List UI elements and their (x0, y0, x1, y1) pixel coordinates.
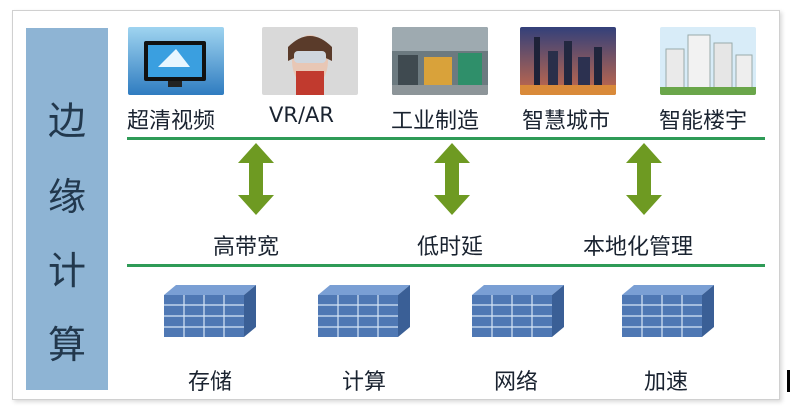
separator-line-bottom (127, 264, 765, 267)
city-skyline-image (520, 27, 616, 95)
resource-label-acceleration: 加速 (644, 370, 689, 395)
server-icon (472, 285, 564, 337)
server-icon (622, 285, 714, 337)
side-title-char: 边 (47, 99, 86, 143)
double-arrow-icon (238, 143, 274, 215)
double-arrow-icon (626, 143, 662, 215)
vr-headset-image (262, 27, 358, 95)
feature-label-local-management: 本地化管理 (583, 235, 694, 260)
app-label-manufacturing: 工业制造 (391, 109, 480, 134)
tv-image (128, 27, 224, 95)
separator-line-top (127, 137, 765, 140)
resource-label-network: 网络 (494, 370, 539, 395)
side-panel: 边 缘 计 算 (26, 28, 108, 390)
side-title-char: 算 (47, 323, 86, 367)
feature-label-bandwidth: 高带宽 (213, 235, 280, 260)
factory-image (392, 27, 488, 95)
server-icon (318, 285, 410, 337)
server-icon (164, 285, 256, 337)
resource-label-compute: 计算 (342, 370, 387, 395)
cursor-mark (787, 370, 790, 392)
resource-label-storage: 存储 (188, 370, 233, 395)
double-arrow-icon (434, 143, 470, 215)
buildings-image (660, 27, 756, 95)
app-label-vr: VR/AR (269, 103, 334, 127)
app-label-smart-building: 智能楼宇 (659, 109, 748, 134)
side-title-char: 计 (47, 249, 86, 293)
app-label-video: 超清视频 (127, 109, 216, 134)
side-title-char: 缘 (47, 175, 86, 219)
feature-label-latency: 低时延 (417, 235, 484, 260)
app-label-smart-city: 智慧城市 (522, 109, 611, 134)
